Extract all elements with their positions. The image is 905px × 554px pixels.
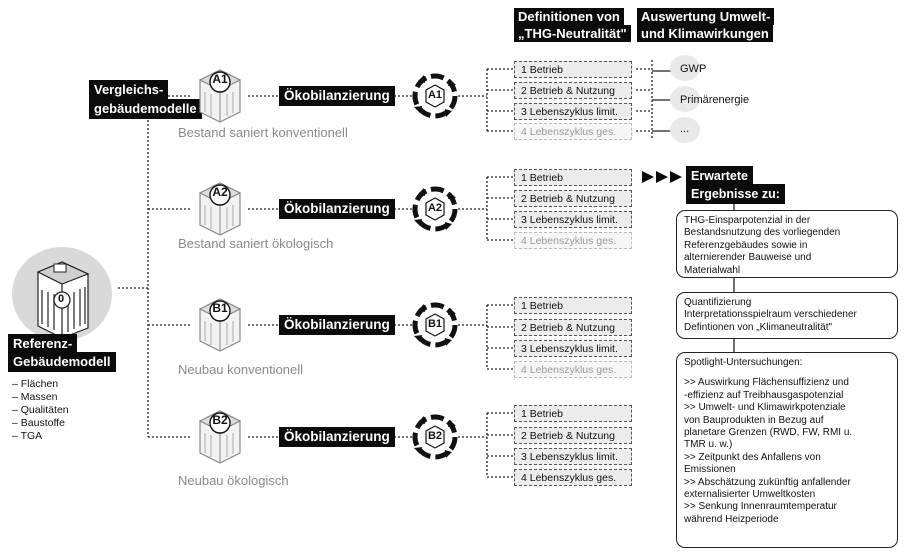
impact-bubble <box>670 55 700 81</box>
definition-item: 3 Lebenszyklus limit. <box>514 103 632 120</box>
model-building-icon: B1 <box>192 295 248 353</box>
reference-building-icon: 0 <box>8 242 116 342</box>
header-definitions-line-1: Definitionen von <box>514 8 624 25</box>
comparison-label-line-1: Vergleichs- <box>89 80 169 100</box>
result-line: -effizienz auf Treibhausgaspotenzial <box>684 389 844 401</box>
lifecycle-cycle-icon: B2 <box>410 412 460 462</box>
result-line: Referenzgebäudes sowie in <box>684 239 808 251</box>
reference-title-line-1: Referenz- <box>8 334 78 354</box>
impact-bubble <box>670 117 700 143</box>
model-id-label: A2 <box>212 185 228 199</box>
definition-item: 4 Lebenszyklus ges. <box>514 232 632 249</box>
definition-item: 2 Betrieb & Nutzung <box>514 427 632 444</box>
result-line: von Bauprodukten in Bezug auf <box>684 414 824 426</box>
reference-title-line-2: Gebäudemodell <box>8 352 116 372</box>
result-line: Quantifizierung <box>684 297 752 308</box>
model-caption: Bestand saniert ökologisch <box>178 236 334 251</box>
result-box-spotlight: Spotlight-Untersuchungen: >> Auswirkung … <box>676 352 898 548</box>
result-line: Interpretationsspielraum verschiedener <box>684 309 857 321</box>
definition-item: 3 Lebenszyklus limit. <box>514 211 632 228</box>
impact-primary-energy: Primärenergie <box>680 94 750 106</box>
model-caption: Neubau ökologisch <box>178 473 289 488</box>
result-line: Defintionen von „Klimaneutralität" <box>684 321 833 333</box>
attribute-item: – Massen <box>12 391 58 403</box>
reference-attributes: – Flächen – Massen – Qualitäten – Bausto… <box>12 378 69 443</box>
result-line: Spotlight-Untersuchungen: <box>684 357 803 368</box>
model-building-icon: B2 <box>192 407 248 465</box>
impact-bubble <box>670 86 700 112</box>
results-title-line-2: Ergebnisse zu: <box>686 184 785 204</box>
definition-item: 2 Betrieb & Nutzung <box>514 319 632 336</box>
attribute-item: – Baustoffe <box>12 417 65 429</box>
result-line: >> Zeitpunkt des Anfallens von <box>684 451 821 463</box>
definition-item: 1 Betrieb <box>514 297 632 314</box>
result-line: während Heizperiode <box>684 513 779 525</box>
attribute-item: – Flächen <box>12 378 59 390</box>
model-caption: Neubau konventionell <box>178 362 304 377</box>
result-line: Materialwahl <box>684 264 741 276</box>
result-box-quantification: Quantifizierung Interpretationsspielraum… <box>676 292 898 339</box>
model-id-label: B1 <box>212 301 228 315</box>
attribute-item: – TGA <box>12 430 43 442</box>
result-line: Bestandsnutzung des vorliegenden <box>684 227 841 239</box>
result-line: >> Auswirkung Flächensuffizienz und <box>684 377 849 389</box>
result-line: Emissionen <box>684 464 736 476</box>
definition-item: 3 Lebenszyklus limit. <box>514 340 632 357</box>
lifecycle-cycle-icon: B1 <box>410 300 460 350</box>
impact-more: ... <box>680 123 690 135</box>
result-line: planetare Grenzen (RWD, FW, RMI u. <box>684 427 853 439</box>
definition-item: 1 Betrieb <box>514 61 632 78</box>
result-line <box>684 369 890 377</box>
definition-item: 3 Lebenszyklus limit. <box>514 448 632 465</box>
result-box-savings: THG-Einsparpotenzial in der Bestandsnutz… <box>676 210 898 278</box>
cycle-id-label: B1 <box>427 318 443 330</box>
model-building-icon: A2 <box>192 179 248 237</box>
definition-item: 4 Lebenszyklus ges. <box>514 123 632 140</box>
attribute-item: – Qualitäten <box>12 404 69 416</box>
result-line: externalisierter Umweltkosten <box>684 489 816 501</box>
model-building-icon: A1 <box>192 66 248 124</box>
definition-item: 2 Betrieb & Nutzung <box>514 190 632 207</box>
header-definitions-line-2: „THG-Neutralität" <box>514 25 631 42</box>
result-line: >> Umwelt- und Klimawirkpotenziale <box>684 402 846 414</box>
process-label: Ökobilanzierung <box>279 86 395 106</box>
definition-item: 4 Lebenszyklus ges. <box>514 469 632 486</box>
definition-item: 1 Betrieb <box>514 169 632 186</box>
header-evaluation-line-2: und Klimawirkungen <box>637 25 773 42</box>
result-line: >> Abschätzung zukünftig anfallender <box>684 476 851 488</box>
definition-item: 2 Betrieb & Nutzung <box>514 82 632 99</box>
definition-item: 4 Lebenszyklus ges. <box>514 361 632 378</box>
header-evaluation-line-1: Auswertung Umwelt- <box>637 8 775 25</box>
process-label: Ökobilanzierung <box>279 199 395 219</box>
result-line: THG-Einsparpotenzial in der <box>684 215 811 226</box>
model-caption: Bestand saniert konventionell <box>178 125 348 140</box>
result-line: alternierender Bauweise und <box>684 252 812 264</box>
process-label: Ökobilanzierung <box>279 427 395 447</box>
model-id-label: A1 <box>212 72 228 86</box>
result-line: >> Senkung Innenraumtemperatur <box>684 501 837 513</box>
impact-gwp: GWP <box>680 63 707 75</box>
definition-item: 1 Betrieb <box>514 405 632 422</box>
process-label: Ökobilanzierung <box>279 315 395 335</box>
results-title-line-1: Erwartete <box>686 166 753 186</box>
lifecycle-cycle-icon: A2 <box>410 184 460 234</box>
model-id-label: B2 <box>212 413 228 427</box>
lifecycle-cycle-icon: A1 <box>410 71 460 121</box>
comparison-label-line-2: gebäudemodelle <box>89 99 202 119</box>
result-line: TMR u. w.) <box>684 439 733 451</box>
cycle-id-label: A1 <box>427 89 443 101</box>
cycle-id-label: B2 <box>427 430 443 442</box>
reference-badge: 0 <box>58 293 65 305</box>
cycle-id-label: A2 <box>427 202 443 214</box>
